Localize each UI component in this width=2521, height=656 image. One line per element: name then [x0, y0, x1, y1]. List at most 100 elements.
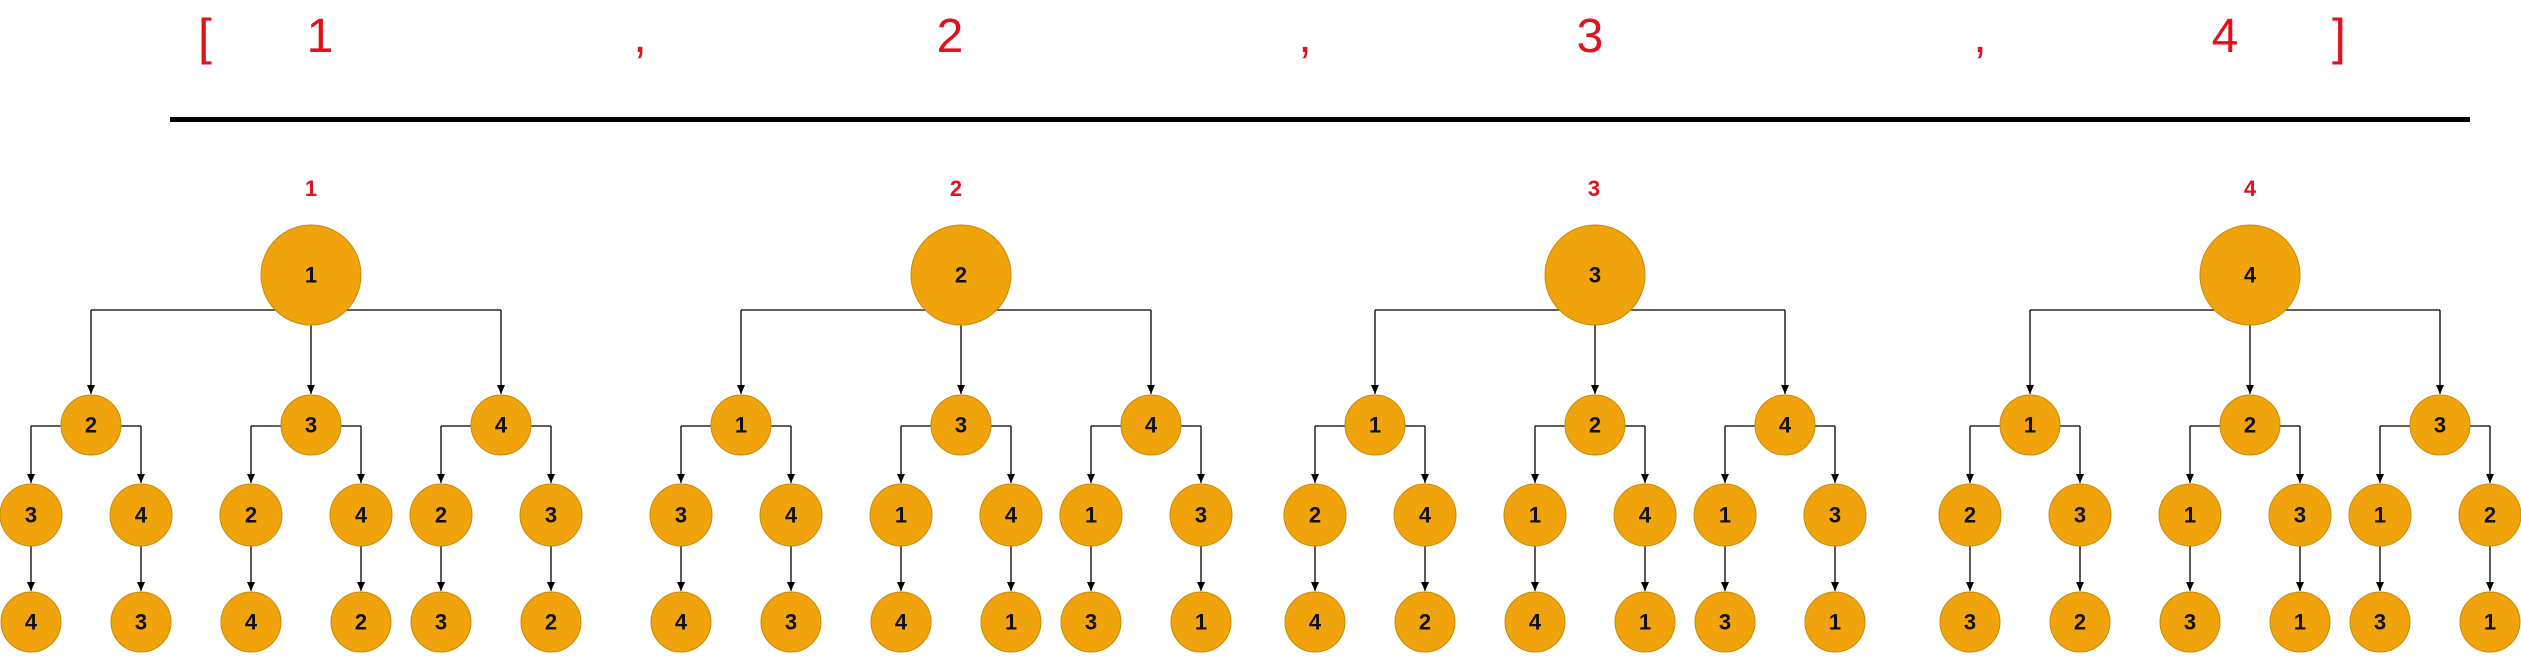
- tree-2-child-3-grand-1-node: [1059, 483, 1123, 547]
- tree-3-root-node-label: 3: [1589, 263, 1601, 288]
- tree-2-child-1-grand-2-leaf-node: [760, 591, 822, 653]
- tree-2-child-2-grand-2-node: [979, 483, 1043, 547]
- tree-1-child-1-grand-2-leaf-node-label: 3: [135, 610, 147, 635]
- tree-4-child-1-grand-1-node-label: 2: [1964, 503, 1976, 528]
- tree-1-root-node-label: 1: [305, 263, 317, 288]
- tree-2-child-2-grand-1-leaf-node-label: 4: [895, 610, 908, 635]
- tree-2-child-2-node: [930, 394, 992, 456]
- tree-1-child-3-grand-2-node: [519, 483, 583, 547]
- header-comma-1: ,: [633, 10, 647, 63]
- tree-4-child-2-grand-1-node-label: 1: [2184, 503, 2196, 528]
- tree-3-child-2-grand-2-node: [1613, 483, 1677, 547]
- tree-4-child-1-grand-1-node: [1938, 483, 2002, 547]
- tree-2-child-1-grand-2-node-label: 4: [785, 503, 798, 528]
- tree-3-child-1-node-label: 1: [1369, 413, 1381, 438]
- header-value-3: 3: [1576, 10, 1604, 63]
- tree-1-root-node: [260, 224, 362, 326]
- header-value-2: 2: [936, 10, 964, 63]
- tree-label-3: 3: [1587, 176, 1601, 201]
- tree-4-child-3-grand-2-leaf-node-label: 1: [2484, 610, 2496, 635]
- tree-4-root-node-label: 4: [2244, 263, 2257, 288]
- tree-2-child-2-grand-1-leaf-node: [870, 591, 932, 653]
- tree-1-child-2-grand-1-leaf-node-label: 4: [245, 610, 258, 635]
- tree-1-child-3-grand-1-node: [409, 483, 473, 547]
- tree-2-child-2-grand-1-node: [869, 483, 933, 547]
- tree-3-child-1-grand-1-node-label: 2: [1309, 503, 1321, 528]
- tree-3-child-3-node: [1754, 394, 1816, 456]
- tree-4-child-2-node-label: 2: [2244, 413, 2256, 438]
- tree-1-child-2-grand-1-node-label: 2: [245, 503, 257, 528]
- tree-1-child-1-grand-1-leaf-node: [0, 591, 62, 653]
- header-value-1: 1: [306, 10, 334, 63]
- tree-4-root-node: [2199, 224, 2301, 326]
- tree-2-child-2-node-label: 3: [955, 413, 967, 438]
- tree-2-child-1-grand-1-leaf-node: [650, 591, 712, 653]
- tree-1-child-3-grand-2-leaf-node: [520, 591, 582, 653]
- tree-label-4: 4: [2243, 176, 2257, 201]
- tree-4-child-2-grand-2-leaf-node: [2269, 591, 2331, 653]
- close-bracket: ]: [2332, 9, 2346, 65]
- tree-3-child-2-node-label: 2: [1589, 413, 1601, 438]
- tree-2-child-2-grand-2-leaf-node: [980, 591, 1042, 653]
- tree-4-child-3-grand-2-node: [2458, 483, 2521, 547]
- tree-2-child-3-grand-2-leaf-node: [1170, 591, 1232, 653]
- tree-1-child-1-grand-1-node: [0, 483, 63, 547]
- tree-1-child-3-node-label: 4: [495, 413, 508, 438]
- tree-1-child-1-grand-1-leaf-node-label: 4: [25, 610, 38, 635]
- tree-4-child-3-node: [2409, 394, 2471, 456]
- tree-3-child-3-grand-1-node-label: 1: [1719, 503, 1731, 528]
- tree-2-child-3-grand-2-node-label: 3: [1195, 503, 1207, 528]
- tree-4-child-1-grand-1-leaf-node: [1939, 591, 2001, 653]
- tree-4-child-2-grand-2-leaf-node-label: 1: [2294, 610, 2306, 635]
- tree-3-child-2-grand-1-leaf-node-label: 4: [1529, 610, 1542, 635]
- tree-4-child-3-grand-1-leaf-node-label: 3: [2374, 610, 2386, 635]
- tree-1-child-3-grand-1-node-label: 2: [435, 503, 447, 528]
- tree-3-child-1-grand-1-leaf-node: [1284, 591, 1346, 653]
- tree-2-child-1-node: [710, 394, 772, 456]
- tree-3-child-2-node: [1564, 394, 1626, 456]
- tree-4-child-2-grand-2-node-label: 3: [2294, 503, 2306, 528]
- open-bracket: [: [198, 9, 212, 65]
- tree-1-child-2-grand-2-node-label: 4: [355, 503, 368, 528]
- tree-4-child-2-grand-1-leaf-node-label: 3: [2184, 610, 2196, 635]
- tree-2-child-1-grand-2-leaf-node-label: 3: [785, 610, 797, 635]
- tree-2-child-3-grand-2-node: [1169, 483, 1233, 547]
- tree-1-child-3-grand-1-leaf-node: [410, 591, 472, 653]
- tree-3-child-3-grand-2-node: [1803, 483, 1867, 547]
- tree-2-child-3-grand-1-node-label: 1: [1085, 503, 1097, 528]
- tree-1-child-3-grand-2-node-label: 3: [545, 503, 557, 528]
- tree-2-child-3-node: [1120, 394, 1182, 456]
- tree-3-child-3-node-label: 4: [1779, 413, 1792, 438]
- tree-4-child-2-grand-1-leaf-node: [2159, 591, 2221, 653]
- tree-2-child-1-node-label: 1: [735, 413, 747, 438]
- header-value-4: 4: [2211, 10, 2239, 63]
- header-comma-2: ,: [1298, 10, 1312, 63]
- tree-4-child-2-node: [2219, 394, 2281, 456]
- tree-2-root-node-label: 2: [955, 263, 967, 288]
- tree-1-child-2-grand-2-node: [329, 483, 393, 547]
- tree-1-child-2-node: [280, 394, 342, 456]
- tree-3-child-2-grand-2-leaf-node-label: 1: [1639, 610, 1651, 635]
- tree-1-child-2-grand-1-node: [219, 483, 283, 547]
- tree-1-child-1-node: [60, 394, 122, 456]
- tree-1-child-1-grand-2-leaf-node: [110, 591, 172, 653]
- tree-2-child-3-grand-2-leaf-node-label: 1: [1195, 610, 1207, 635]
- tree-2-child-1-grand-1-node: [649, 483, 713, 547]
- tree-1-child-3-grand-1-leaf-node-label: 3: [435, 610, 447, 635]
- tree-2-child-3-grand-1-leaf-node-label: 3: [1085, 610, 1097, 635]
- tree-4-child-3-node-label: 3: [2434, 413, 2446, 438]
- tree-1-child-3-node: [470, 394, 532, 456]
- tree-1-child-3-grand-2-leaf-node-label: 2: [545, 610, 557, 635]
- tree-1-child-2-grand-2-leaf-node: [330, 591, 392, 653]
- tree-3-child-2-grand-2-leaf-node: [1614, 591, 1676, 653]
- tree-3-child-2-grand-1-leaf-node: [1504, 591, 1566, 653]
- tree-4-child-1-grand-1-leaf-node-label: 3: [1964, 610, 1976, 635]
- tree-2-root-node: [910, 224, 1012, 326]
- tree-3-child-3-grand-1-leaf-node-label: 3: [1719, 610, 1731, 635]
- tree-1-child-2-grand-1-leaf-node: [220, 591, 282, 653]
- tree-3-child-3-grand-2-leaf-node: [1804, 591, 1866, 653]
- tree-label-1: 1: [304, 176, 318, 201]
- tree-4-child-1-node: [1999, 394, 2061, 456]
- tree-2-child-2-grand-2-leaf-node-label: 1: [1005, 610, 1017, 635]
